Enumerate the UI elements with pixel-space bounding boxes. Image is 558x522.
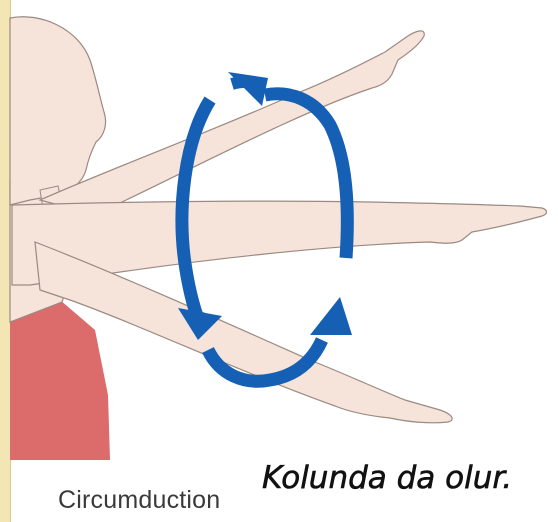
shirt [10, 300, 110, 460]
handwritten-note-text: Kolunda da olur. [262, 460, 512, 496]
handwritten-note: Kolunda da olur. [262, 460, 512, 496]
figure-caption: Circumduction [58, 486, 220, 515]
head [10, 17, 106, 205]
